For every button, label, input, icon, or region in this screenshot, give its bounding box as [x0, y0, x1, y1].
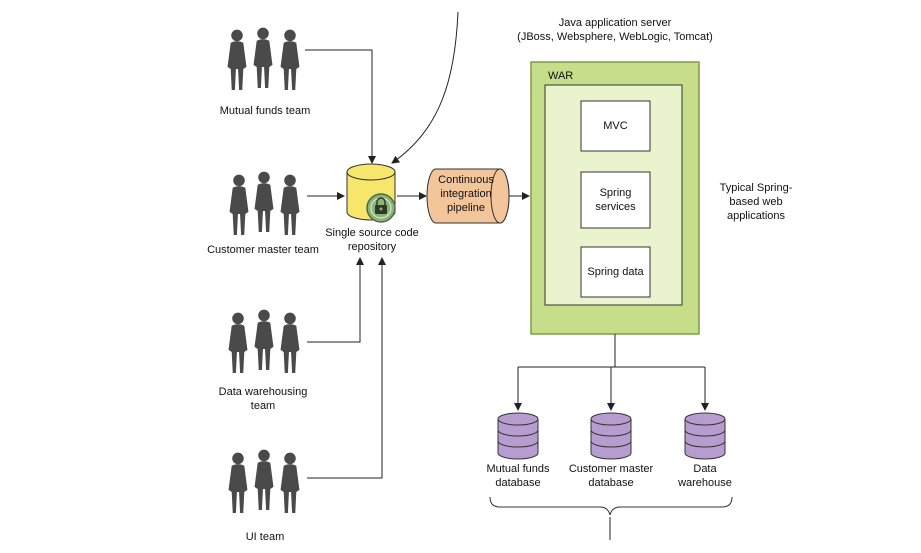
mvc-box: [580, 100, 651, 152]
db-label-data-warehouse: Data warehouse: [678, 463, 732, 489]
db-label-mutual-funds: Mutual funds database: [486, 463, 550, 489]
spring-data-box: [580, 246, 651, 298]
team-label-ui: UI team: [245, 531, 285, 543]
database-mutual-funds: [497, 412, 539, 460]
repository-label: Single source code repository: [325, 227, 419, 253]
db-connectors: [514, 334, 709, 411]
team-label-customer-master: Customer master team: [207, 244, 319, 256]
database-brace: [489, 496, 733, 516]
team-connectors: [305, 11, 459, 479]
arrow-curve-to-repo: [391, 11, 459, 164]
server-title-line1: Java application server: [558, 17, 672, 29]
db-label-customer-master: Customer master database: [568, 463, 654, 489]
server-title-line2: (JBoss, Websphere, WebLogic, Tomcat): [517, 31, 713, 43]
team-label-mutual-funds: Mutual funds team: [219, 105, 311, 117]
team-group-data-warehousing: [228, 309, 300, 373]
arrow-mutual-to-repo: [305, 49, 376, 164]
pipeline-cylinder: [426, 168, 510, 224]
team-group-customer-master: [229, 171, 300, 235]
module-spring-services-label: Spring services: [595, 187, 636, 213]
database-data-warehouse: [684, 412, 726, 460]
arrow-warehouse-to-repo: [307, 257, 364, 343]
pipeline-label: Continuous integration pipeline: [438, 174, 494, 214]
team-group-ui: [228, 449, 300, 513]
side-note-label: Typical Spring-based web applications: [719, 182, 793, 222]
team-label-data-warehousing: Data warehousing team: [218, 386, 308, 412]
arrow-ui-to-repo: [307, 257, 386, 479]
spring-services-box: [580, 171, 651, 229]
module-mvc-label: MVC: [603, 120, 628, 132]
database-customer-master: [590, 412, 632, 460]
lock-icon: [366, 193, 396, 223]
war-label: WAR: [548, 70, 574, 82]
module-spring-data-label: Spring data: [587, 266, 644, 278]
team-group-mutual-funds: [227, 27, 300, 91]
